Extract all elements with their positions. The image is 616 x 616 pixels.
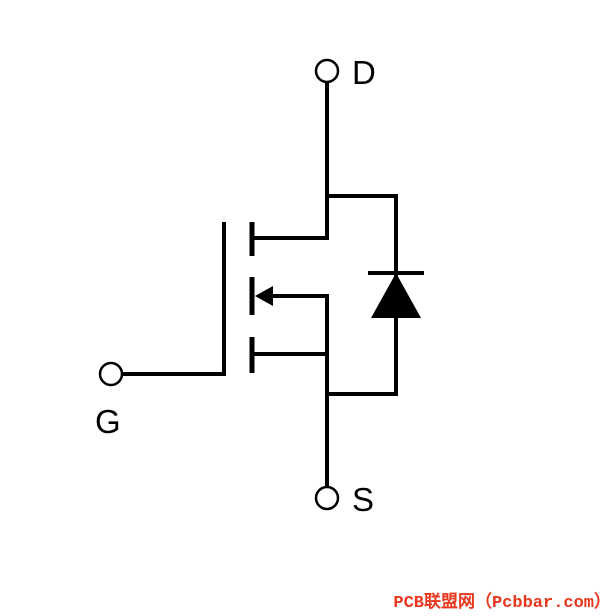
source-terminal	[314, 485, 340, 511]
gate-label: G	[95, 403, 121, 440]
diode-triangle	[371, 273, 421, 318]
gate-terminal	[98, 361, 124, 387]
body-arrow	[255, 286, 273, 306]
watermark-text: PCB联盟网（Pcbbar.com）	[393, 591, 611, 613]
drain-terminal	[314, 58, 340, 84]
drain-label: D	[352, 54, 376, 91]
source-label: S	[352, 481, 374, 518]
